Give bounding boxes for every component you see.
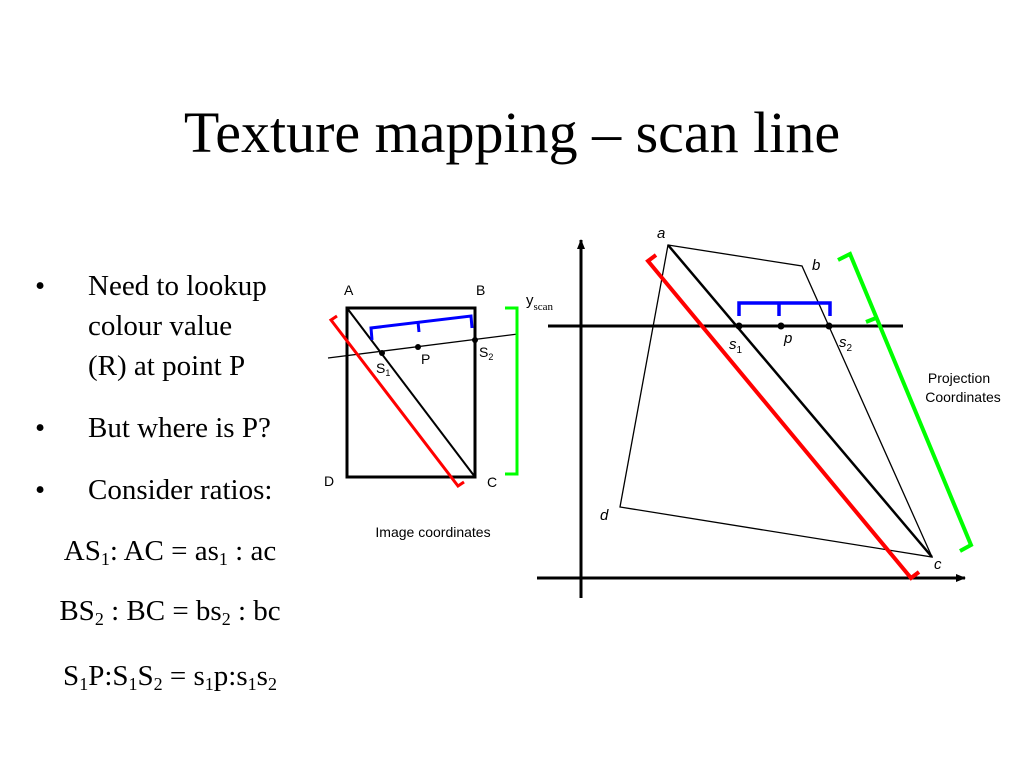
label-y-scan: yscan [526,292,554,313]
bullet-text: But where is P? [88,412,271,444]
projection-coordinates-diagram: a b c d s1 p s2 yscan Projection Coordin… [526,225,1001,598]
point-s2-image [472,337,478,343]
label-P: P [421,351,430,367]
blue-bracket-projection [737,301,832,316]
bullet-item: • Need to lookup colour value (R) at poi… [30,266,320,386]
label-C: C [487,474,497,490]
blue-bracket-image [369,314,474,341]
image-coordinates-diagram: A B C D S1 P S2 Image coordinates [324,282,519,540]
label-a: a [657,225,665,242]
blue-bracket-tick [416,321,421,333]
bullet-marker: • [35,412,46,444]
image-rectangle [345,306,477,479]
bullet-list: • Need to lookup colour value (R) at poi… [30,266,320,532]
projection-caption-line1: Projection [928,370,990,386]
label-B: B [476,282,485,298]
bullet-item: • But where is P? [30,408,320,448]
slide-title: Texture mapping – scan line [183,100,841,165]
green-bracket-image [505,306,519,476]
diagonal-a-c [667,244,933,558]
label-s1: s1 [729,336,743,356]
label-s2: s2 [839,334,853,354]
projected-quad [619,244,934,558]
green-bracket-tick [865,316,877,324]
projection-caption-line2: Coordinates [925,389,1001,405]
ratio-equation-1: AS1: AC = as1 : ac [63,535,277,570]
diagonal-ac [346,307,476,478]
label-b: b [812,257,820,274]
point-p-image [415,344,421,350]
green-bracket-projection [837,251,974,553]
label-D: D [324,473,334,489]
ratio-equation-2: BS2 : BC = bs2 : bc [59,595,281,630]
bullet-marker: • [35,270,46,302]
point-s1-image [379,350,385,356]
label-A: A [344,282,354,298]
bullet-text: Need to lookup colour value (R) at point… [88,270,267,382]
label-S2: S2 [479,344,493,362]
label-p: p [783,330,792,347]
bullet-item: • Consider ratios: [30,470,320,510]
bullet-text: Consider ratios: [88,474,273,506]
label-d: d [600,507,609,524]
label-S1: S1 [376,360,390,378]
point-s1-projection [735,322,743,330]
red-bracket-projection [645,253,921,581]
scan-line-image [327,333,519,359]
red-bracket-image [328,314,465,489]
point-p-projection [777,322,785,330]
label-c: c [934,556,942,573]
image-coordinates-caption: Image coordinates [375,524,490,540]
point-s2-projection [825,322,833,330]
ratio-equation-3: S1P:S1S2 = s1p:s1s2 [63,660,277,695]
bullet-marker: • [35,474,46,506]
